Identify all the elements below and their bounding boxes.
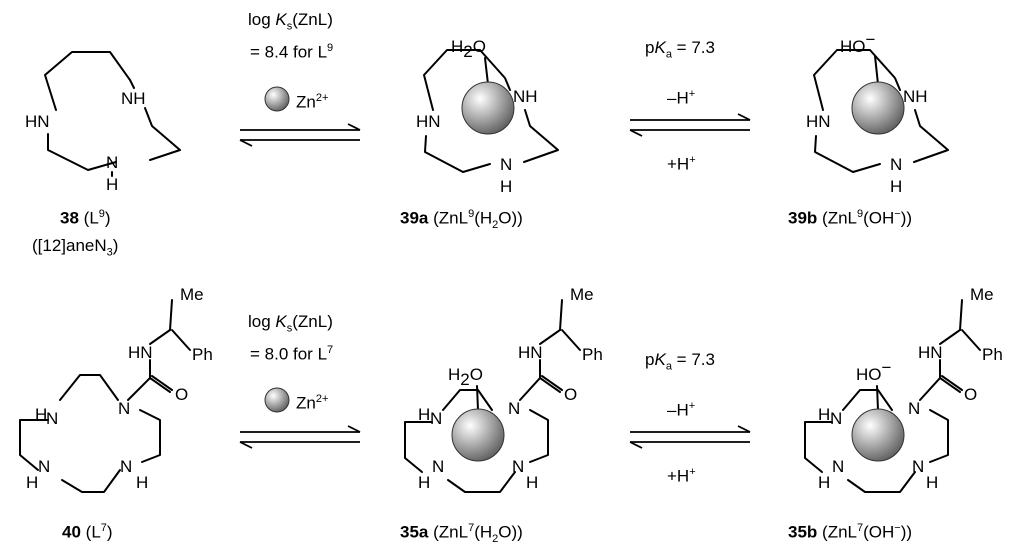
equilibrium-arrow-1 xyxy=(239,123,361,147)
ligand-38-structure: NH HN N H xyxy=(25,51,181,194)
atom-h: H xyxy=(26,473,38,492)
atom-n: N xyxy=(120,457,132,476)
zinc-reagent-label: Zn2+ xyxy=(296,393,329,413)
atom-h: H xyxy=(818,473,830,492)
compound-label-39b: 39b (ZnL9(OH−)) xyxy=(788,208,913,228)
atom-hn: HN xyxy=(806,112,831,131)
stability-constant-value: = 8.0 for L7 xyxy=(250,344,334,364)
atom-h: H xyxy=(526,473,538,492)
atom-n: N xyxy=(890,155,902,174)
atom-h: H xyxy=(818,405,830,424)
atom-h: H xyxy=(106,175,118,194)
complex-39a-structure: H2O NH HN N H xyxy=(416,37,559,196)
compound-label-39a: 39a (ZnL9(H2O)) xyxy=(400,208,523,232)
atom-hn: HN xyxy=(518,343,543,362)
stability-constant-label: log Ks(ZnL) xyxy=(248,312,333,335)
atom-h: H xyxy=(418,405,430,424)
deprotonation-label: –H+ xyxy=(667,88,696,108)
compound-label-38: 38 (L9) xyxy=(60,208,111,228)
methyl-group: Me xyxy=(180,285,204,304)
atom-n: N xyxy=(106,153,118,172)
hydroxide-ligand: HO− xyxy=(840,30,876,56)
atom-n: N xyxy=(118,399,130,418)
phenyl-group: Ph xyxy=(582,345,603,364)
atom-o: O xyxy=(175,385,188,404)
compound-alt-name-38: ([12]aneN3) xyxy=(32,236,119,259)
atom-n: N xyxy=(512,457,524,476)
pka-label: pKa = 7.3 xyxy=(645,350,715,373)
zinc-ion-sphere xyxy=(851,408,905,462)
atom-h: H xyxy=(926,473,938,492)
phenyl-group: Ph xyxy=(192,345,213,364)
hydroxide-ligand: HO− xyxy=(856,358,892,384)
zinc-ion-sphere xyxy=(451,408,505,462)
atom-o: O xyxy=(564,385,577,404)
zinc-ion-sphere xyxy=(264,387,290,413)
atom-h: H xyxy=(418,473,430,492)
equilibrium-arrow-4 xyxy=(629,425,751,449)
methyl-group: Me xyxy=(970,285,994,304)
compound-label-40: 40 (L7) xyxy=(62,522,113,542)
zinc-reagent-label: Zn2+ xyxy=(296,92,329,112)
stability-constant-value: = 8.4 for L9 xyxy=(250,42,334,62)
compound-label-35a: 35a (ZnL7(H2O)) xyxy=(400,522,523,546)
atom-n: N xyxy=(508,399,520,418)
pka-label: pKa = 7.3 xyxy=(645,38,715,61)
equilibrium-arrow-2 xyxy=(629,113,751,137)
protonation-label: +H+ xyxy=(667,154,696,174)
protonation-label: +H+ xyxy=(667,466,696,486)
atom-h: H xyxy=(35,405,47,424)
atom-n: N xyxy=(46,409,58,428)
zinc-ion-sphere xyxy=(851,81,905,135)
zinc-ion-sphere xyxy=(461,81,515,135)
complex-35a-structure: H2O H N N O HN Me Ph N H N H xyxy=(404,285,603,493)
atom-n: N xyxy=(908,399,920,418)
equilibrium-arrow-3 xyxy=(239,425,361,449)
complex-35b-structure: HO− H N N O HN Me Ph N H N H xyxy=(804,285,1003,493)
ligand-40-structure: H N N O HN Me Ph N H N H xyxy=(19,285,213,493)
atom-nh: NH xyxy=(903,87,928,106)
phenyl-group: Ph xyxy=(982,345,1003,364)
atom-hn: HN xyxy=(25,112,50,131)
atom-n: N xyxy=(430,409,442,428)
deprotonation-label: –H+ xyxy=(667,400,696,420)
atom-n: N xyxy=(500,155,512,174)
atom-hn: HN xyxy=(128,343,153,362)
atom-nh: NH xyxy=(513,87,538,106)
water-ligand: H2O xyxy=(448,365,483,389)
atom-h: H xyxy=(890,177,902,196)
atom-n: N xyxy=(38,457,50,476)
compound-label-35b: 35b (ZnL7(OH−)) xyxy=(788,522,913,542)
atom-n: N xyxy=(912,457,924,476)
atom-n: N xyxy=(432,457,444,476)
atom-nh: NH xyxy=(121,89,146,108)
atom-n: N xyxy=(830,409,842,428)
atom-o: O xyxy=(964,385,977,404)
atom-hn: HN xyxy=(416,112,441,131)
methyl-group: Me xyxy=(570,285,594,304)
atom-n: N xyxy=(832,457,844,476)
atom-hn: HN xyxy=(918,343,943,362)
atom-h: H xyxy=(500,177,512,196)
water-ligand: H2O xyxy=(451,37,486,61)
atom-h: H xyxy=(136,473,148,492)
stability-constant-label: log Ks(ZnL) xyxy=(248,10,333,33)
complex-39b-structure: HO− NH HN N H xyxy=(806,30,949,196)
zinc-ion-sphere xyxy=(264,86,290,112)
